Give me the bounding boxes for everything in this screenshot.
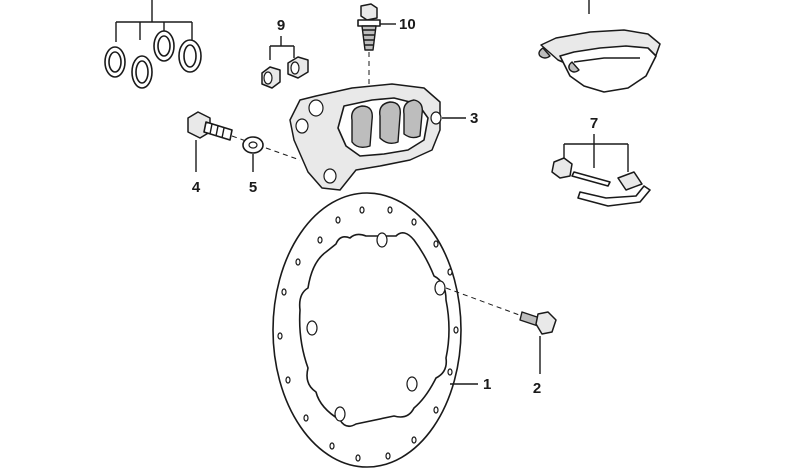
disc-screw: 2 bbox=[445, 287, 557, 397]
callout-10: 10 bbox=[399, 16, 416, 33]
brake-disc: 1 bbox=[272, 192, 491, 468]
caliper-bolt: 4 bbox=[187, 111, 301, 196]
callout-3: 3 bbox=[470, 110, 478, 127]
bleeder-screw: 10 bbox=[357, 3, 416, 86]
callout-2: 2 bbox=[533, 380, 541, 397]
callout-7: 7 bbox=[590, 115, 598, 132]
brake-caliper: 3 bbox=[289, 83, 478, 191]
seal-ring-set bbox=[104, 0, 202, 89]
guide-bushes: 9 bbox=[261, 17, 309, 89]
callout-1: 1 bbox=[483, 376, 491, 393]
washer: 5 bbox=[242, 136, 264, 196]
callout-9: 9 bbox=[277, 17, 285, 34]
callout-5: 5 bbox=[249, 179, 257, 196]
brake-pads bbox=[538, 0, 661, 93]
pad-retaining-kit: 7 bbox=[551, 115, 651, 207]
callout-4: 4 bbox=[192, 179, 201, 196]
